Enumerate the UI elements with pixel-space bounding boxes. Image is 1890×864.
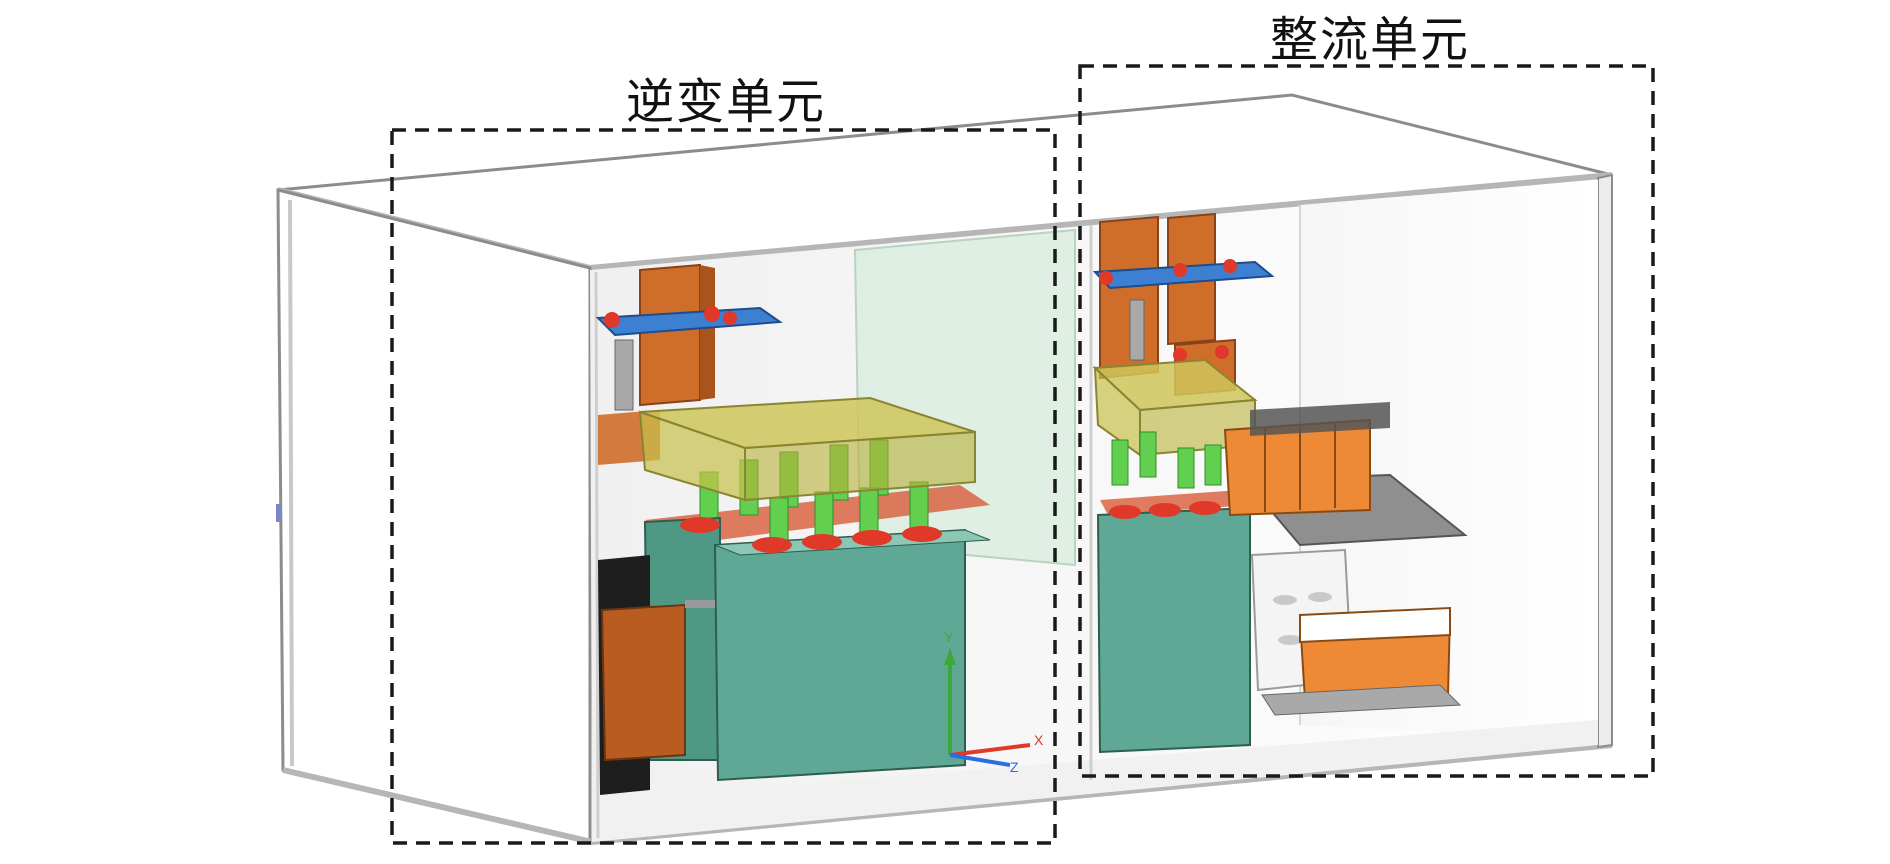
axis-y-label: Y bbox=[944, 629, 954, 645]
inverter-transformer bbox=[713, 528, 966, 782]
rectifier-unit-label: 整流单元 bbox=[1270, 12, 1471, 68]
inverter-copper-busbar bbox=[639, 263, 701, 407]
side-latch bbox=[276, 504, 282, 522]
rectifier-copper-busbar bbox=[1099, 215, 1159, 380]
cabinet-floor bbox=[592, 720, 1598, 842]
cabinet-right-post bbox=[1597, 173, 1613, 749]
axis-z-label: Z bbox=[1010, 759, 1019, 775]
rectifier-base-plate bbox=[1261, 684, 1462, 716]
rectifier-unit-box bbox=[1078, 64, 1655, 778]
inverter-reactor-coil bbox=[600, 603, 686, 762]
right-inner-wall bbox=[1300, 180, 1598, 740]
rectifier-terminal-block bbox=[1223, 418, 1371, 517]
rectifier-components bbox=[1092, 212, 1468, 754]
rectifier-capacitors bbox=[1111, 431, 1222, 489]
coordinate-triad: Y X Z bbox=[944, 629, 1044, 775]
inverter-components: Y X Z bbox=[595, 263, 1044, 795]
cabinet-left-side bbox=[276, 188, 592, 844]
axis-x-label: X bbox=[1034, 732, 1044, 748]
inverter-unit-box bbox=[390, 128, 1057, 845]
rectifier-transformer bbox=[1096, 506, 1251, 754]
inverter-unit-label: 逆变单元 bbox=[626, 74, 827, 130]
